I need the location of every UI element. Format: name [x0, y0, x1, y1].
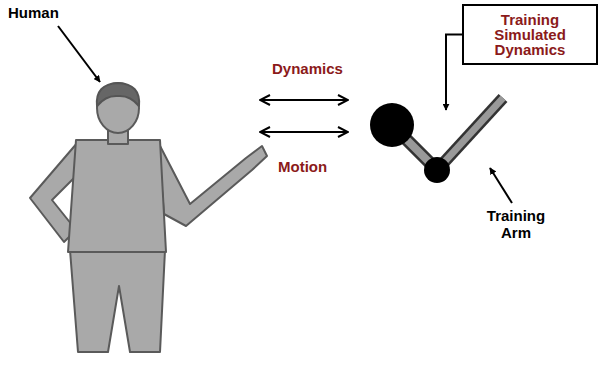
text-label: Training Arm [478, 207, 554, 241]
text-label: Motion [278, 158, 327, 175]
box-text: Training Simulated Dynamics [480, 12, 580, 57]
bracket-arrow [446, 35, 462, 111]
human-figure [30, 83, 267, 352]
text-label: Dynamics [272, 60, 343, 77]
process-box: Training Simulated Dynamics [462, 4, 598, 65]
training-arm [370, 98, 503, 183]
leader-arrow [58, 26, 100, 82]
leader-arrow [490, 168, 512, 203]
double-arrow [260, 99, 348, 101]
double-arrow [260, 131, 348, 133]
text-label: Human [8, 4, 59, 21]
